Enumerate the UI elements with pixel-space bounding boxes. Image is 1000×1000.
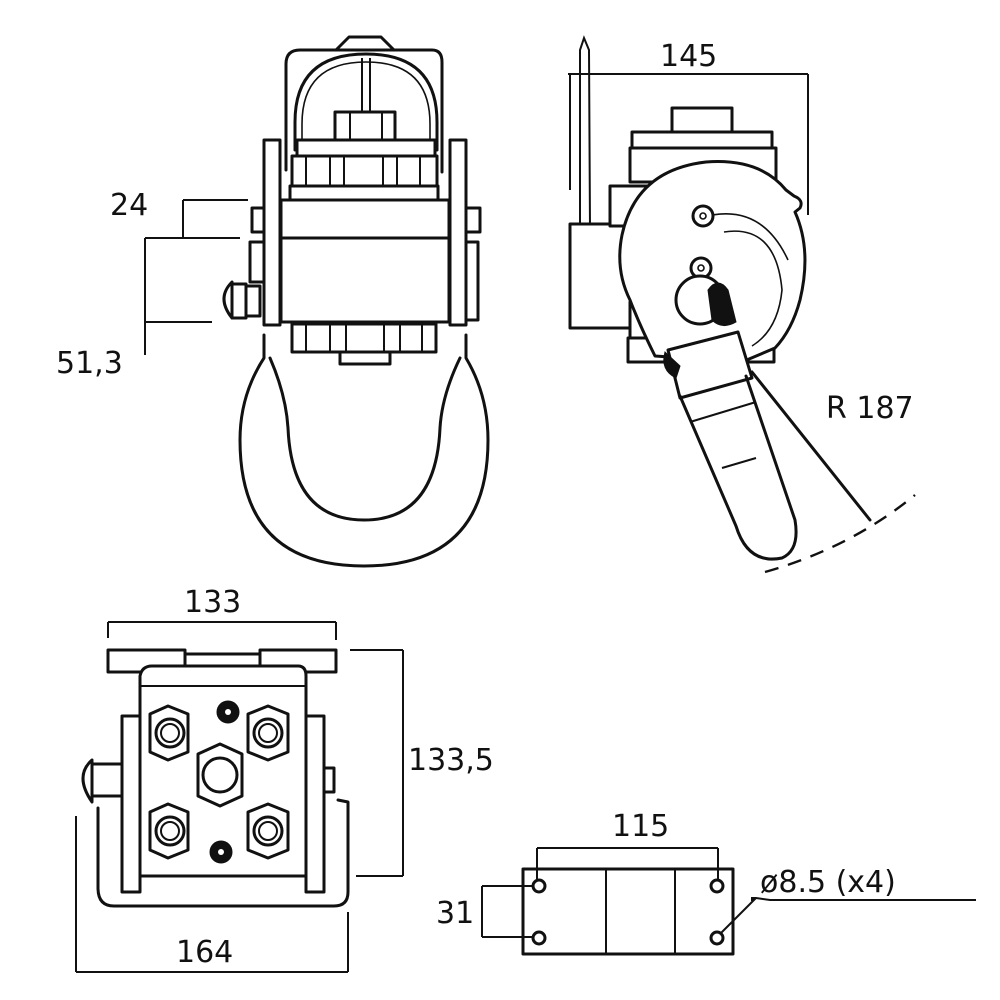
- side-washer: [630, 130, 774, 150]
- shackle-dome-inner: [301, 61, 431, 150]
- pivot-pin-lower-hole: [697, 264, 705, 272]
- side-rail-left: [120, 714, 142, 894]
- washer-row: [295, 138, 437, 158]
- dim-label-115: 115: [612, 809, 669, 844]
- dim-label-hole-callout: ø8.5 (x4): [760, 865, 896, 900]
- locking-pin-collar: [244, 284, 262, 318]
- latch-black: [707, 282, 737, 326]
- dim-label-24: 24: [110, 188, 148, 223]
- u-shackle-outer: [238, 333, 490, 568]
- dim-label-51-3: 51,3: [56, 346, 123, 381]
- top-nut: [333, 110, 397, 142]
- lower-nut-base: [338, 350, 392, 366]
- lever-collar-shadow: [663, 351, 681, 379]
- left-lug: [250, 206, 266, 234]
- side-plate-left: [262, 138, 282, 327]
- mount-hole: [709, 930, 725, 946]
- hex-nut-top-right: [246, 704, 290, 762]
- side-view: 145 R 187: [568, 35, 916, 574]
- locking-pin-stem: [230, 282, 248, 320]
- top-view: 133: [75, 585, 494, 973]
- lower-nut-row: [290, 322, 438, 354]
- lever-band: [689, 401, 757, 423]
- top-cap: [334, 35, 396, 52]
- right-bracket: [464, 240, 480, 322]
- hex-nut-top-left: [148, 704, 190, 762]
- front-view: 24 51,3: [56, 35, 490, 568]
- dim-label-164: 164: [176, 935, 233, 970]
- side-plate-right: [448, 138, 468, 327]
- shackle-dome: [293, 52, 439, 152]
- u-shackle-inner: [268, 356, 462, 522]
- mount-hole: [531, 878, 547, 894]
- hook-body: [618, 160, 807, 364]
- hex-nut-bottom-right: [246, 802, 290, 860]
- dim-label-145: 145: [660, 39, 717, 74]
- top-locking-pin-knob: [81, 758, 94, 804]
- left-bracket: [248, 240, 266, 284]
- dim-label-31: 31: [436, 896, 474, 931]
- upper-nut-row: [290, 154, 439, 188]
- top-locking-pin-body: [90, 762, 124, 798]
- housing-outline: [284, 48, 444, 174]
- hook-inner-curve: [723, 230, 783, 347]
- pivot-pin-upper-hole: [699, 212, 707, 220]
- dim-label-r187: R 187: [826, 391, 914, 426]
- body-upper: [279, 198, 451, 240]
- mount-hole: [531, 930, 547, 946]
- pivot-pin-upper: [691, 204, 715, 228]
- dim-label-133: 133: [184, 585, 241, 620]
- hole-callout-leader: [719, 897, 976, 935]
- radius-leader: [750, 370, 872, 522]
- lever-handle: [678, 374, 798, 561]
- nut-base: [288, 184, 440, 202]
- side-rail-right: [304, 714, 326, 894]
- port-plug-top-hole: [225, 709, 231, 715]
- dim-label-133-5: 133,5: [408, 743, 494, 778]
- hex-nut-bottom-left: [148, 802, 190, 860]
- lever-band-2: [721, 457, 757, 469]
- right-tab: [322, 766, 336, 794]
- hex-nut-center: [196, 742, 244, 808]
- u-base: [96, 798, 350, 908]
- right-lug: [464, 206, 482, 234]
- port-plug-bottom-hole: [218, 849, 224, 855]
- lever-collar: [666, 330, 754, 400]
- vertical-strap: [579, 35, 591, 229]
- base-plate-outline: [521, 867, 735, 956]
- base-plate-view: 115 31 ø8.5 (x4): [436, 809, 976, 956]
- body-lower: [279, 236, 451, 324]
- lever-swing-arc: [764, 494, 916, 574]
- mount-hole: [709, 878, 725, 894]
